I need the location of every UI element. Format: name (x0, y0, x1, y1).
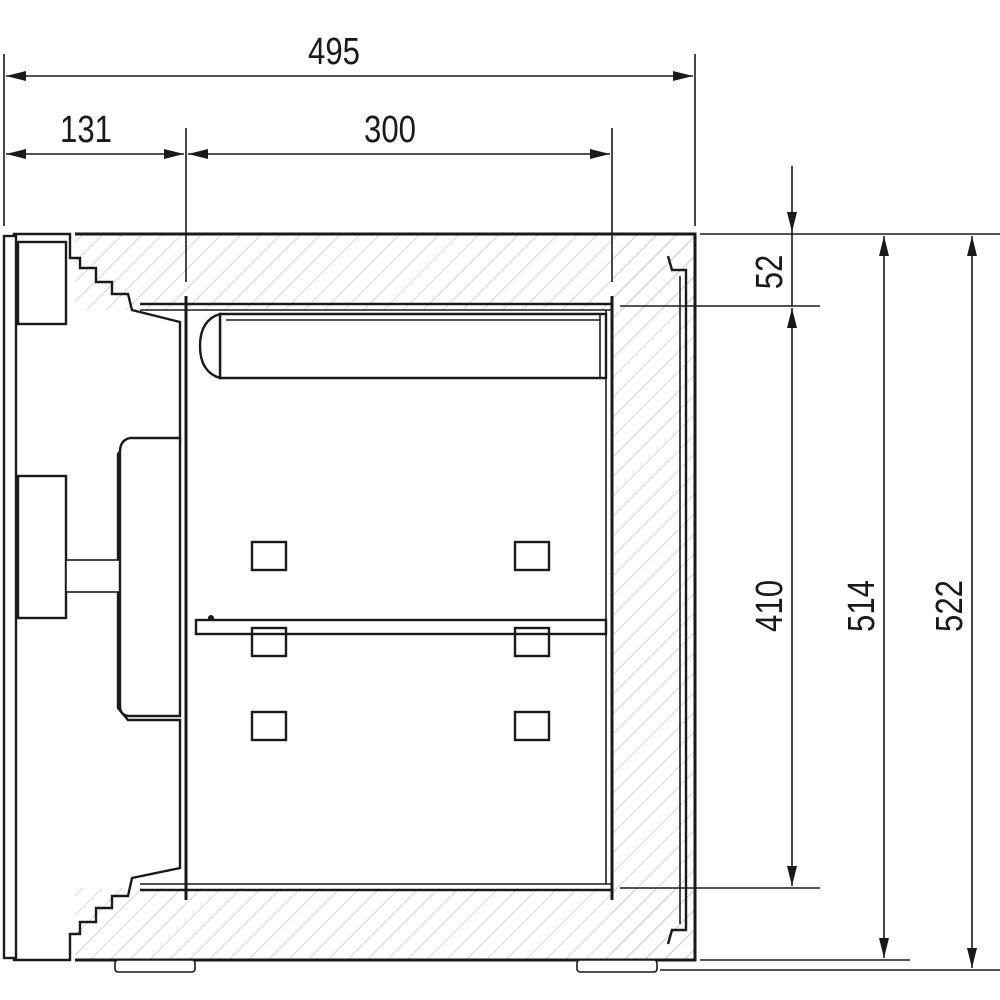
shelf-support-hole (513, 710, 551, 742)
top-tray-handle (198, 312, 222, 380)
dim-label-interior-height: 410 (749, 580, 791, 632)
lock-bolt (65, 559, 123, 593)
rear-profile (666, 255, 688, 945)
shelf-peg (208, 615, 214, 621)
shelf-support-hole (250, 540, 288, 572)
shelf-support-hole (250, 710, 288, 742)
door-panel (12, 232, 182, 962)
door-front-plate (2, 234, 18, 960)
dim-label-overall-width: 495 (308, 31, 360, 73)
top-tray (218, 312, 608, 380)
dim-label-door-depth: 131 (60, 109, 112, 151)
foot-right (576, 959, 658, 973)
interior-fittings (184, 296, 614, 900)
dim-label-top-wall: 52 (749, 255, 791, 290)
dim-label-body-height: 514 (841, 580, 883, 632)
interior-cavity (186, 310, 612, 888)
shelf-support-hole (250, 626, 288, 658)
shelf-support-hole (513, 540, 551, 572)
body-wall-right (612, 234, 695, 960)
door-inner-recess (118, 436, 182, 718)
shelf (194, 618, 608, 636)
dim-label-overall-height: 522 (929, 580, 971, 632)
dimension-lines (3, 54, 1000, 971)
dimension-labels: 495 131 300 52 410 514 522 (60, 31, 971, 632)
safe-door (2, 232, 182, 962)
lock-housing (16, 474, 68, 620)
dim-label-interior-width: 300 (364, 109, 416, 151)
body-outline (75, 232, 697, 962)
body-wall-bottom (75, 888, 695, 960)
lock-housing-top (16, 240, 68, 326)
body-wall-top (75, 234, 695, 310)
foot-left (114, 959, 196, 973)
shelf-support-hole (513, 626, 551, 658)
safe-body (75, 232, 697, 973)
